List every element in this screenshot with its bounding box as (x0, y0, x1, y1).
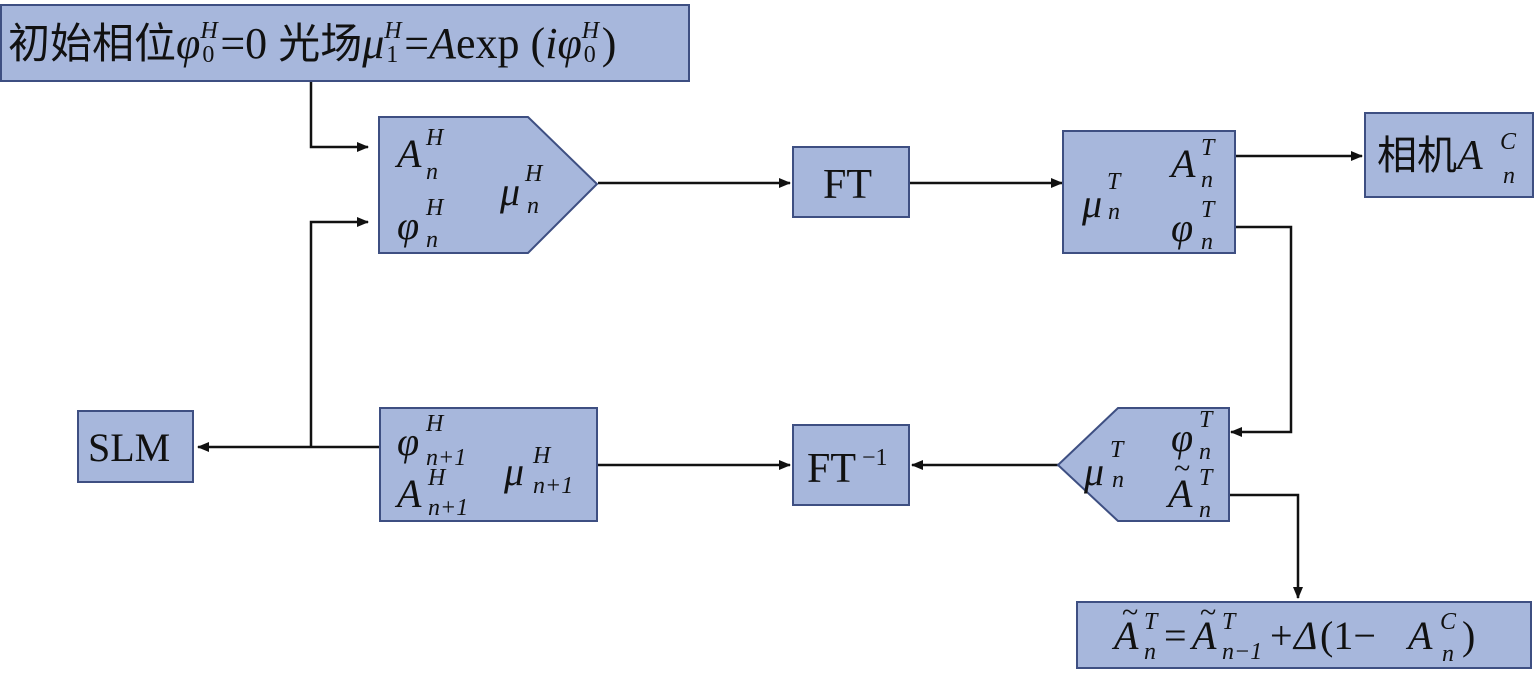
holo-mu-sup: H (525, 161, 543, 187)
target-mu-sup: T (1107, 169, 1121, 195)
next-A-sup: H (428, 465, 446, 491)
phi-sup: H (200, 18, 218, 44)
constraint-A: A (1168, 471, 1193, 516)
holo-mu: μ (500, 169, 521, 214)
next-mu: μ (504, 449, 525, 494)
holo-A-sup: H (426, 125, 444, 151)
update-A1: A (1114, 613, 1139, 658)
next-hologram-box (379, 407, 598, 522)
slm-box (77, 410, 194, 483)
phase-to-constraint-arrow (1230, 225, 1293, 437)
constraint-mu-sub: n (1112, 467, 1124, 493)
update-paren: (1− (1320, 613, 1376, 658)
update-A3-sup: C (1440, 609, 1457, 635)
target-mu-sub: n (1108, 199, 1120, 225)
next-A: A (397, 471, 422, 516)
holo-mu-sub: n (527, 193, 539, 219)
target-mu: μ (1082, 181, 1103, 226)
next-mu-sup: H (533, 443, 551, 469)
amplitude-to-update-arrow (1229, 493, 1303, 599)
holo-A-sub: n (426, 159, 438, 185)
phi-sub: 0 (202, 42, 215, 68)
camera-A: A (1457, 133, 1483, 179)
update-A1-sup: T (1144, 609, 1158, 635)
next-A-sub: n+1 (428, 495, 469, 521)
next-phi: φ (397, 419, 420, 464)
close-paren: ) (601, 19, 617, 68)
constraint-pentagon (1056, 407, 1230, 522)
update-A3-sub: n (1442, 641, 1454, 667)
holo-phi: φ (397, 203, 420, 248)
mu-symbol: μ (362, 19, 385, 68)
camera-A-sup: C (1500, 129, 1517, 155)
constraint-A-sup: T (1199, 465, 1213, 491)
holo-phi-sup: H (426, 195, 444, 221)
update-equals: = (1164, 613, 1187, 658)
next-phi-sub: n+1 (426, 445, 467, 471)
update-A2-sub: n−1 (1222, 639, 1263, 665)
camera-A-sub: n (1503, 163, 1515, 189)
camera-box (1364, 112, 1534, 198)
update-close: ) (1462, 613, 1476, 658)
constraint-phi: φ (1171, 415, 1194, 460)
amplitude-update-box (1076, 601, 1532, 669)
phi2-sub: 0 (583, 42, 596, 68)
next-phi-sup: H (426, 411, 444, 437)
holo-A: A (397, 131, 422, 176)
phi-symbol: φ (176, 19, 201, 68)
exp-text: exp ( (456, 19, 546, 68)
update-A3: A (1408, 613, 1433, 658)
constraint-mu-sup: T (1110, 437, 1124, 463)
init-equals: = (404, 19, 430, 68)
ft-box (792, 146, 910, 218)
target-A-sub: n (1201, 167, 1213, 193)
target-phi-sub: n (1201, 229, 1213, 255)
amplitude-A: A (429, 19, 457, 68)
target-A-sup: T (1201, 135, 1215, 161)
mu-sub: 1 (386, 42, 399, 68)
light-field-text: 光场 (278, 19, 363, 68)
constraint-mu: μ (1084, 449, 1105, 494)
inverse-ft-sup: −1 (862, 445, 888, 471)
update-A2-sup: T (1222, 609, 1236, 635)
inverse-ft-label: FT (807, 446, 857, 492)
update-A2-tilde: ~ (1200, 596, 1217, 629)
imag-i: i (545, 19, 558, 68)
holo-phi-sub: n (426, 227, 438, 253)
constraint-phi-sub: n (1199, 439, 1211, 465)
constraint-phi-sup: T (1199, 407, 1213, 433)
update-A2: A (1192, 613, 1217, 658)
phi2-symbol: φ (557, 19, 582, 68)
target-phi: φ (1171, 205, 1194, 250)
target-A: A (1171, 141, 1196, 186)
target-plane-box (1062, 130, 1236, 254)
constraint-A-sub: n (1199, 497, 1211, 523)
constraint-A-tilde: ~ (1174, 452, 1191, 485)
target-phi-sup: T (1201, 197, 1215, 223)
update-A1-sub: n (1144, 639, 1156, 665)
ft-label: FT (823, 162, 873, 208)
camera-formula: 相机A (1377, 135, 1483, 177)
mu-sup: H (384, 18, 402, 44)
init-equals-zero: =0 (220, 19, 279, 68)
slm-label: SLM (88, 425, 171, 470)
inverse-ft-box (792, 424, 910, 506)
update-A1-tilde: ~ (1122, 596, 1139, 629)
hologram-pentagon (378, 116, 599, 254)
camera-text: 相机 (1377, 133, 1457, 179)
phi2-sup: H (581, 18, 600, 44)
next-mu-sub: n+1 (533, 473, 574, 499)
slm-feedback-arrow (309, 217, 369, 447)
initial-phase-text: 初始相位 (8, 19, 177, 68)
initial-phase-box (0, 4, 690, 82)
update-delta: Δ (1294, 613, 1318, 658)
update-plus: + (1270, 613, 1293, 658)
init-to-holo-arrow (309, 82, 369, 152)
